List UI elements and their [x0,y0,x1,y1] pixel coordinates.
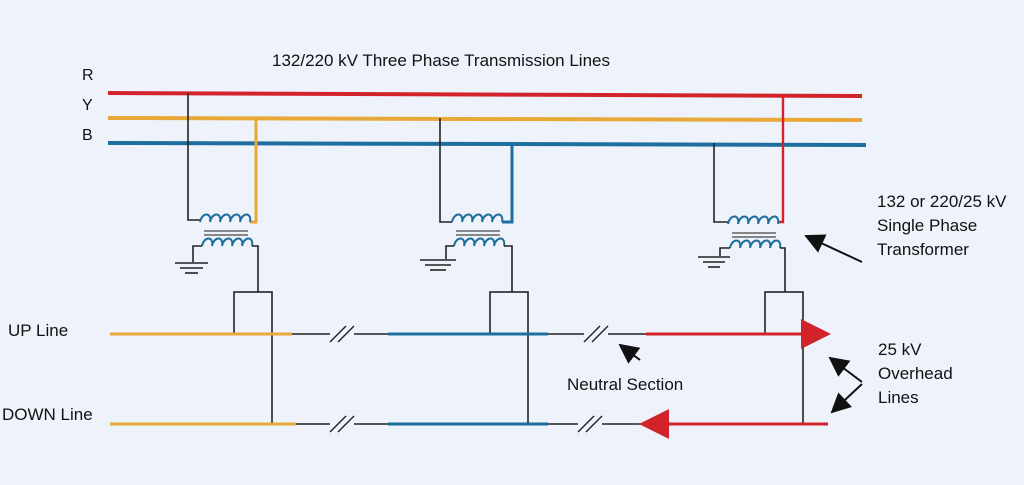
down-line [110,409,828,439]
arrow-icon [830,383,863,414]
ground-icon [420,259,456,271]
substation-2 [420,118,529,424]
transformer-label: 132 or 220/25 kV Single Phase Transforme… [877,192,1007,259]
arrow-icon [618,343,641,364]
phase-line-b [107,141,867,147]
down-line-label: DOWN Line [2,405,93,424]
coil-icon [727,215,782,249]
tap-line [250,118,258,224]
ground-icon [698,256,730,268]
up-line [110,319,831,349]
diagram-title: 132/220 kV Three Phase Transmission Line… [272,51,610,70]
arrow-icon [828,356,863,383]
substation-3 [698,94,804,424]
phase-label-y: Y [82,97,93,114]
coil-icon [451,213,506,247]
tap-line [439,118,452,223]
phase-line-r [107,91,863,98]
up-line-label: UP Line [8,321,69,340]
neutral-section-break-icon [329,415,355,433]
substation-1 [175,93,273,424]
phase-line-y [107,116,863,122]
feeder-box [489,291,529,335]
tap-line [187,93,200,221]
feeder-box [764,291,804,335]
arrow-icon [804,234,863,263]
tap-line [778,94,785,224]
tap-line [502,143,514,224]
neutral-section-break-icon [577,415,603,433]
tap-line [713,143,728,223]
neutral-section-break-icon [329,325,355,343]
neutral-section-label: Neutral Section [567,375,684,394]
phase-label-r: R [82,67,94,84]
ground-icon [175,262,208,274]
phase-label-b: B [82,127,93,144]
neutral-section-break-icon [583,325,609,343]
overhead-lines-label: 25 kV Overhead Lines [878,340,953,407]
feeder-box [233,291,273,335]
coil-icon [199,213,254,247]
